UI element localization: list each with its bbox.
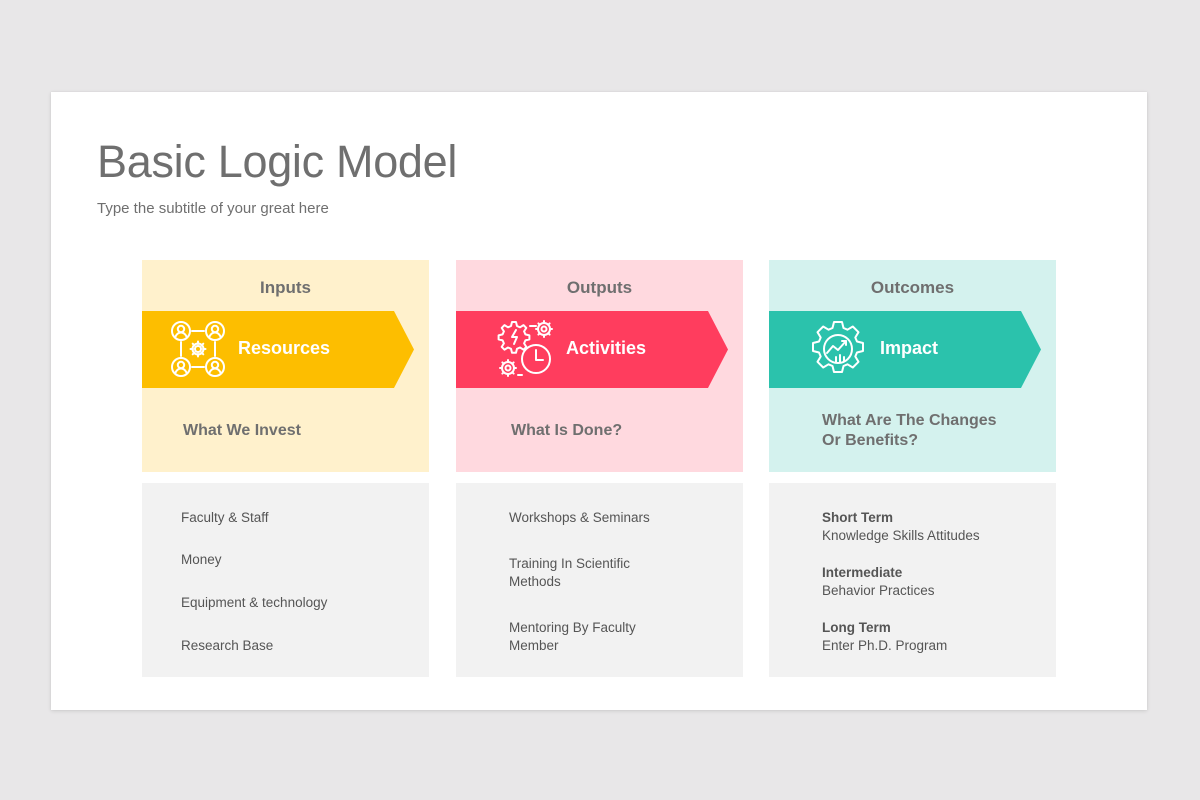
list-item-text: Knowledge Skills Attitudes	[822, 528, 980, 543]
list-item: Intermediate Behavior Practices	[822, 564, 935, 600]
outputs-list-panel: Workshops & Seminars Training In Scienti…	[456, 483, 743, 677]
list-item: Money	[181, 552, 222, 567]
list-item: Training In Scientific Methods	[509, 556, 631, 589]
list-item: Long Term Enter Ph.D. Program	[822, 619, 947, 655]
list-item-text: Enter Ph.D. Program	[822, 638, 948, 653]
slide-title: Basic Logic Model	[97, 136, 458, 187]
slide: Basic Logic Model Type the subtitle of y…	[51, 92, 1147, 710]
inputs-list-panel: Faculty & Staff Money Equipment & techno…	[142, 483, 429, 677]
list-item: Mentoring By Faculty Member	[509, 620, 636, 653]
people-network-gear-icon	[169, 319, 229, 379]
list-item: Workshops & Seminars	[509, 510, 650, 525]
outputs-header-panel: Outputs Activities	[456, 260, 743, 472]
gears-clock-icon	[497, 319, 557, 379]
outcomes-header-panel: Outcomes Impact What Are The Changes Or …	[769, 260, 1056, 472]
impact-label: Impact	[880, 338, 939, 358]
outputs-header: Outputs	[566, 278, 633, 297]
list-item: Faculty & Staff	[181, 510, 269, 525]
list-item-title: Short Term	[822, 510, 894, 525]
list-item: Equipment & technology	[181, 595, 328, 610]
inputs-question: What We Invest	[183, 422, 301, 439]
resources-label: Resources	[238, 338, 331, 358]
outputs-question: What Is Done?	[511, 422, 623, 439]
list-item-title: Long Term	[822, 620, 891, 635]
activities-label: Activities	[566, 338, 647, 358]
activities-arrow: Activities	[456, 311, 728, 388]
impact-arrow: Impact	[769, 311, 1041, 388]
outcomes-list-panel: Short Term Knowledge Skills Attitudes In…	[769, 483, 1056, 677]
list-item-text: Behavior Practices	[822, 583, 935, 598]
list-item: Research Base	[181, 638, 274, 653]
inputs-header: Inputs	[260, 278, 311, 297]
outcomes-header: Outcomes	[870, 278, 955, 297]
gear-growth-chart-icon	[808, 319, 868, 379]
outcomes-question: What Are The Changes Or Benefits?	[822, 412, 997, 449]
slide-subtitle: Type the subtitle of your great here	[97, 200, 329, 217]
list-item: Short Term Knowledge Skills Attitudes	[822, 509, 980, 545]
inputs-header-panel: Inputs Resources	[142, 260, 429, 472]
list-item-title: Intermediate	[822, 565, 903, 580]
resources-arrow: Resources	[142, 311, 414, 388]
